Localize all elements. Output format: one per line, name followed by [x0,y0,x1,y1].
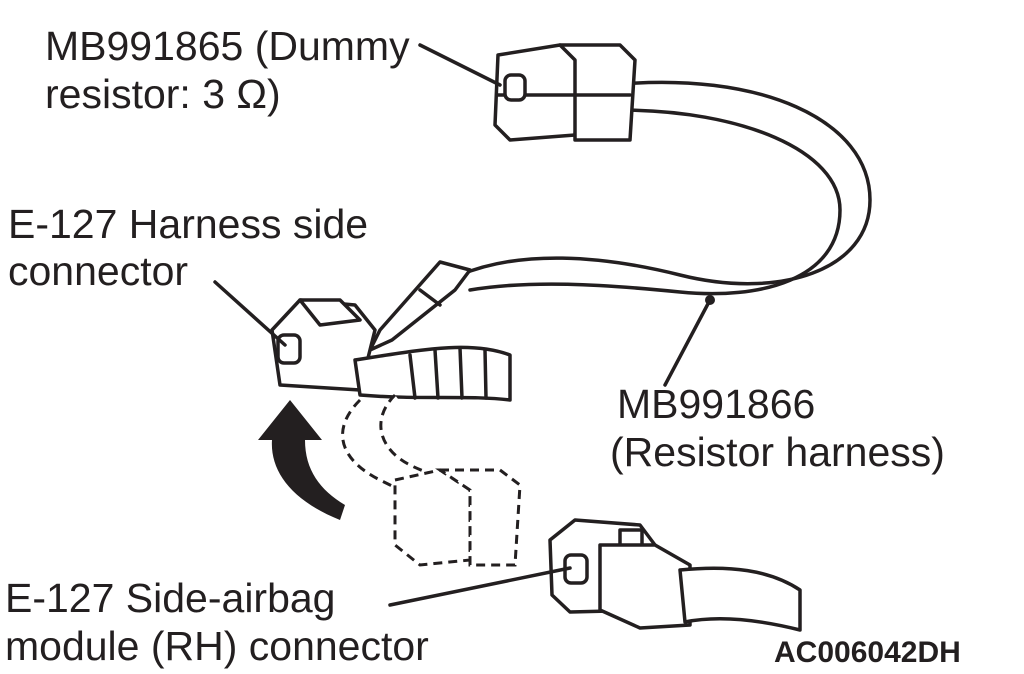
resistor-harness-wires [457,74,878,296]
leader-dummy-resistor [418,43,502,87]
resistor-harness-probe [368,260,472,352]
leader-harness-side [213,280,287,347]
label-resistor-harness-line1: MB991866 [617,381,815,427]
leader-airbag-connector [388,566,572,607]
move-arrow-icon [258,400,345,520]
label-airbag-connector-line1: E-127 Side-airbag [5,575,335,621]
leader-resistor-harness [663,298,712,387]
label-dummy-resistor-line1: MB991865 (Dummy [45,23,410,69]
label-resistor-harness-line2: (Resistor harness) [610,429,945,475]
label-harness-side-line1: E-127 Harness side [8,201,368,247]
label-airbag-connector-line2: module (RH) connector [5,623,429,669]
label-dummy-resistor-line2: resistor: 3 Ω) [45,71,281,117]
airbag-module-connector [548,518,802,632]
harness-side-connector [270,298,512,402]
label-harness-side-line2: connector [8,248,188,294]
disconnected-position-ghost [341,393,522,567]
dummy-resistor-connector [493,43,637,142]
figure-code: AC006042DH [774,636,961,669]
